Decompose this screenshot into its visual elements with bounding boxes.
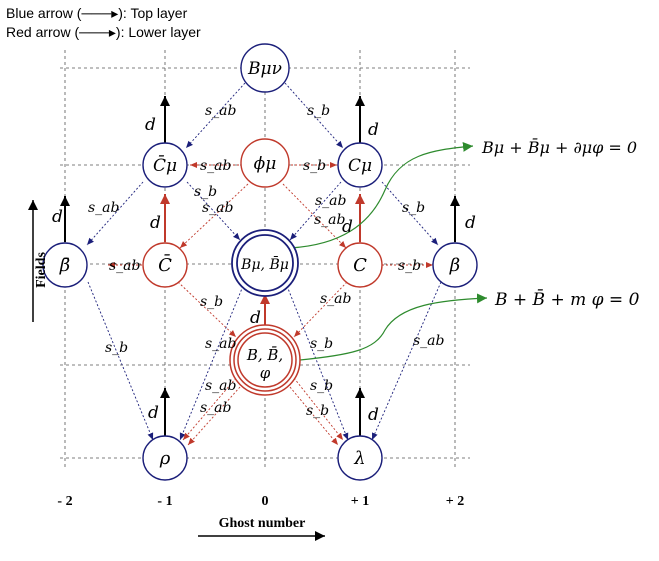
black-d-arrows xyxy=(60,96,460,436)
x-tick: + 1 xyxy=(351,494,369,509)
d-label: d xyxy=(52,207,63,227)
x-axis-label: Ghost number xyxy=(219,516,306,531)
node-phi-mu xyxy=(240,138,290,188)
d-label: d xyxy=(368,120,379,140)
d-label: d xyxy=(145,115,156,135)
label-beta-bar: β̄ xyxy=(59,255,70,276)
sb-label: s_b xyxy=(105,340,128,356)
d-label: d xyxy=(250,308,261,328)
sab-label: s_ab xyxy=(200,158,232,174)
sab-label: s_ab xyxy=(205,378,237,394)
label-C-mu: Cμ xyxy=(348,156,372,176)
d-label: d xyxy=(150,213,161,233)
sb-label: s_b xyxy=(398,258,421,274)
sb-label: s_b xyxy=(306,403,329,419)
d-label: d xyxy=(148,403,159,423)
label-B-munu: Bμν xyxy=(247,59,282,79)
sb-label: s_b xyxy=(310,336,333,352)
sab-label: s_ab xyxy=(205,336,237,352)
legend-red: Red arrow (───▸): Lower layer xyxy=(6,24,201,40)
sb-label: s_b xyxy=(402,200,425,216)
label-rho: ρ xyxy=(159,448,171,469)
green-arrows xyxy=(289,141,488,361)
node-beta xyxy=(432,242,478,288)
x-tick: 0 xyxy=(262,494,269,509)
legend-blue: Blue arrow (───▸): Top layer xyxy=(6,5,188,21)
node-beta-bar xyxy=(42,242,88,288)
label-beta: β xyxy=(449,255,460,276)
label-B-triple-1: B, B̄, xyxy=(246,346,283,364)
label-B-triple-2: φ xyxy=(260,364,271,382)
sb-label: s_b xyxy=(200,294,223,310)
x-tick: + 2 xyxy=(446,494,464,509)
node-C xyxy=(337,242,383,288)
sab-label: s_ab xyxy=(109,258,141,274)
d-label: d xyxy=(342,217,353,237)
sab-label: s_ab xyxy=(314,212,346,228)
d-label: d xyxy=(368,405,379,425)
label-Cbar-mu: C̄μ xyxy=(153,154,177,176)
d-label: d xyxy=(465,213,476,233)
node-lambda xyxy=(337,435,383,481)
x-tick: - 1 xyxy=(157,494,172,509)
sab-label: s_ab xyxy=(315,193,347,209)
blue-arrows xyxy=(86,82,442,441)
sb-label: s_b xyxy=(303,158,326,174)
label-C-bar: C̄ xyxy=(158,253,172,276)
sab-label: s_ab xyxy=(202,200,234,216)
sb-label: s_b xyxy=(310,378,333,394)
x-tick: - 2 xyxy=(57,494,72,509)
y-axis-label: Fields xyxy=(34,252,49,288)
label-C: C xyxy=(353,255,367,276)
label-lambda: λ xyxy=(353,448,365,469)
equation-1: Bμ + B̄μ + ∂μφ = 0 xyxy=(481,136,637,157)
sab-label: s_ab xyxy=(88,200,120,216)
label-B-mu-pair: Bμ, B̄μ xyxy=(240,255,289,273)
node-B-munu xyxy=(240,43,290,93)
sab-label: s_ab xyxy=(200,400,232,416)
sab-label: s_ab xyxy=(413,333,445,349)
sb-label: s_b xyxy=(307,103,330,119)
label-phi-mu: ϕμ xyxy=(254,154,277,174)
node-B-mu-pair xyxy=(231,229,299,297)
equation-2: B + B̄ + m φ = 0 xyxy=(494,288,640,310)
red-arrows xyxy=(108,162,433,446)
sab-label: s_ab xyxy=(205,103,237,119)
node-C-bar xyxy=(142,242,188,288)
node-C-mu xyxy=(337,142,383,188)
node-rho xyxy=(142,435,188,481)
node-B-triple xyxy=(229,324,301,396)
node-Cbar-mu xyxy=(142,142,188,188)
sb-label: s_b xyxy=(194,184,217,200)
sab-label: s_ab xyxy=(320,291,352,307)
